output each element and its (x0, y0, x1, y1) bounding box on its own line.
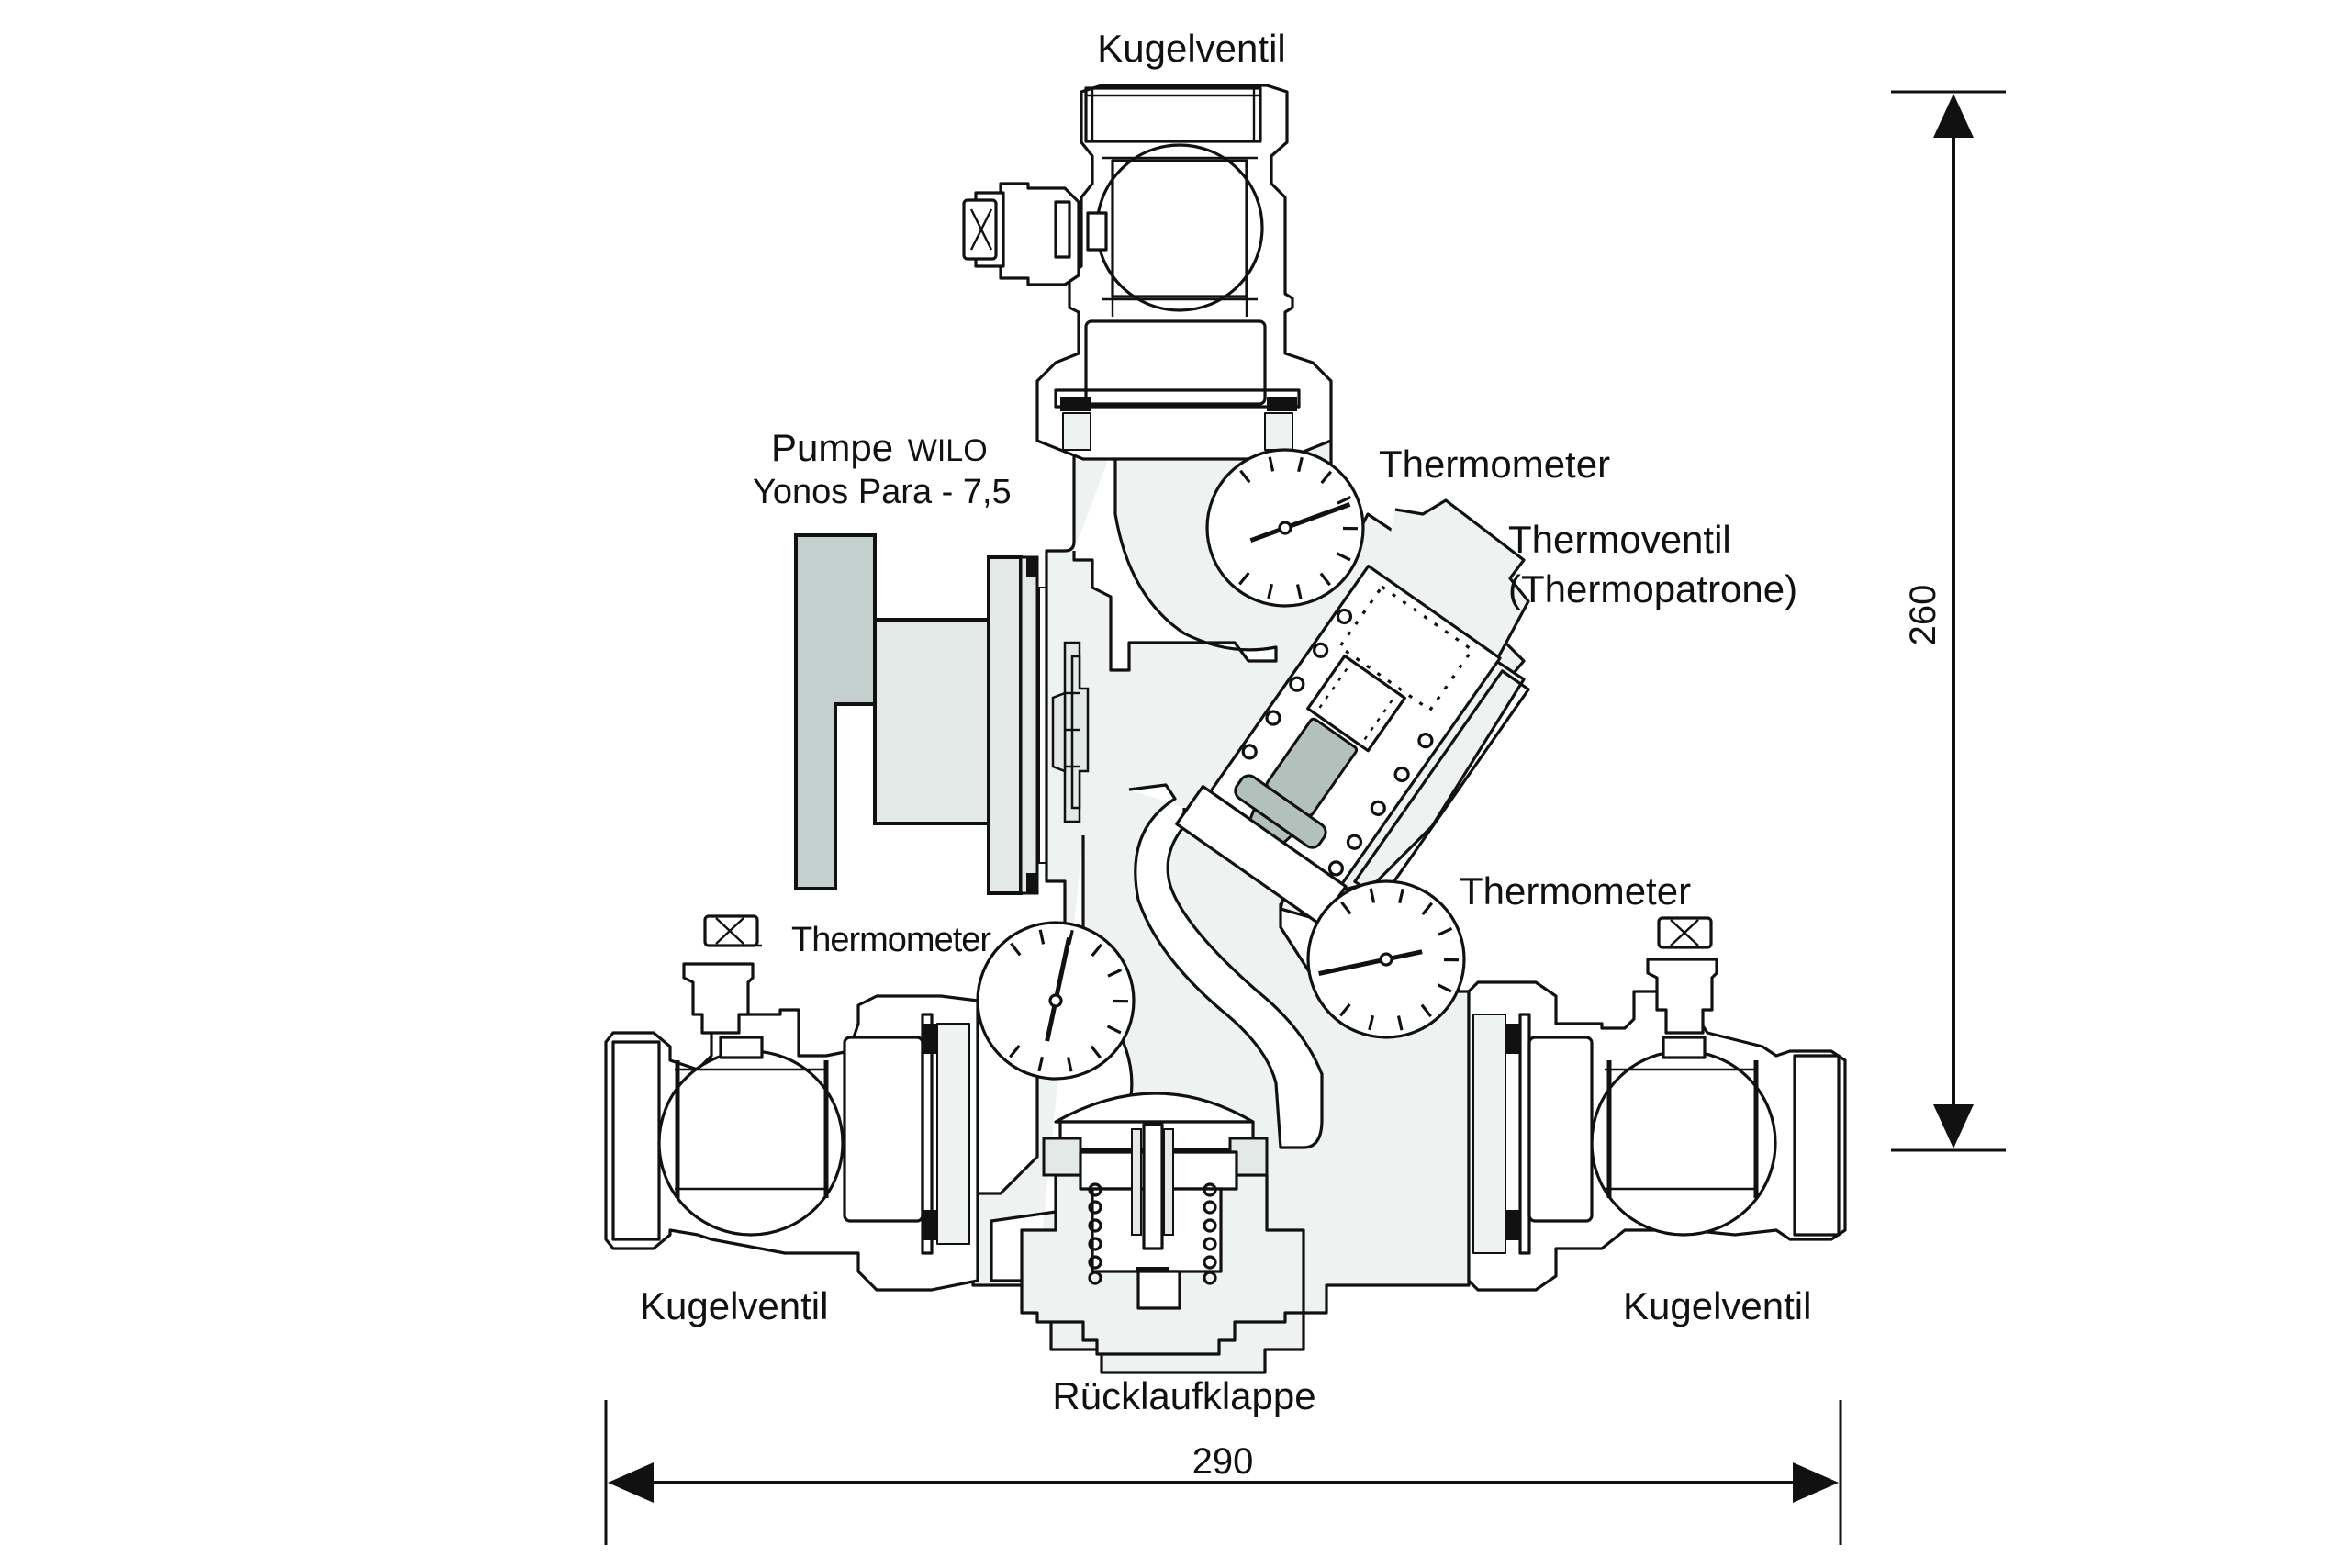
thermometer-needle (1045, 937, 1071, 1042)
label-thermometer-right: Thermometer (1460, 869, 1691, 913)
label-ball-valve-right: Kugelventil (1623, 1284, 1811, 1327)
top-valve-nut (1084, 86, 1262, 143)
check-valve-spring (1088, 1182, 1217, 1285)
dial-tick (1037, 1056, 1045, 1072)
dial-tick (1106, 1025, 1122, 1035)
ball-valve-right (1467, 916, 1847, 1292)
dial-tick (1239, 469, 1251, 484)
dial-tick (1038, 929, 1046, 945)
pump-impeller (1051, 641, 1090, 823)
dial-tick (1420, 1003, 1432, 1018)
label-check-valve: Rücklaufklappe (1052, 1374, 1315, 1417)
left-valve-union (843, 1036, 924, 1223)
dial-tick (1438, 926, 1453, 936)
thermometer-left (976, 921, 1136, 1081)
label-pump-name: Pumpe (771, 426, 893, 469)
flow-channel-bypass (1128, 783, 1324, 1149)
right-valve-union (1528, 1036, 1594, 1223)
dial-tick (1337, 495, 1352, 505)
right-valve-ball (1590, 1049, 1777, 1237)
label-top-ball-valve: Kugelventil (1097, 27, 1285, 70)
arrow-left-icon (608, 1462, 654, 1503)
dial-tick (1320, 470, 1333, 485)
dial-tick (1319, 572, 1331, 587)
dial-tick (1368, 1014, 1375, 1031)
label-thermometer-top: Thermometer (1379, 442, 1610, 486)
square-drive-icon (962, 198, 998, 261)
check-valve-stem-guide (1131, 1128, 1142, 1236)
top-valve-ball (1095, 143, 1264, 312)
pump-motor-body (873, 618, 991, 825)
dial-tick (1369, 888, 1376, 903)
dial-tick (1297, 456, 1304, 473)
dial-tick (1238, 571, 1250, 586)
label-thermovalve-cartridge: (Thermopatrone) (1508, 567, 1797, 610)
dial-tick (1437, 983, 1452, 993)
dial-tick (1268, 456, 1275, 472)
check-valve (1020, 1092, 1305, 1356)
label-pump-brand: WILO (908, 433, 988, 468)
dial-tick (1010, 942, 1022, 957)
dial-tick (1398, 888, 1404, 904)
dimension-width (604, 1400, 1842, 1545)
dial-tick (1009, 1044, 1021, 1058)
label-pump-model: Yonos Para - 7,5 (753, 473, 1012, 511)
dial-tick (1295, 584, 1303, 599)
dial-tick (1267, 583, 1274, 599)
dimension-height-value: 260 (1903, 585, 1943, 646)
arrow-up-icon (1933, 94, 1974, 138)
dial-tick (1336, 552, 1351, 562)
dial-tick (1421, 902, 1434, 916)
dial-tick (1066, 1057, 1073, 1072)
arrow-down-icon (1933, 1104, 1974, 1148)
ball-valve-left (604, 914, 979, 1292)
thermometer-needle (1318, 949, 1423, 977)
thermometer-right (1306, 879, 1466, 1039)
thermometer-top (1205, 448, 1365, 608)
top-ball-valve (962, 84, 1333, 461)
label-thermovalve: Thermoventil (1508, 518, 1731, 561)
thermometer-needle (1249, 501, 1351, 543)
label-thermometer-left: Thermometer (791, 921, 991, 959)
dial-tick (1091, 943, 1103, 958)
flow-channel-upper (1072, 441, 1278, 672)
thermovalve (1175, 498, 1530, 926)
right-valve-stem (1646, 916, 1718, 1035)
dial-tick (1340, 901, 1352, 915)
check-valve-disc-dome (1054, 1092, 1255, 1124)
top-valve-union (1084, 319, 1267, 406)
dial-tick (1396, 1015, 1404, 1031)
right-valve-nut (1793, 1054, 1841, 1237)
check-valve-stem (1142, 1123, 1164, 1250)
label-ball-valve-left: Kugelventil (640, 1284, 828, 1327)
dial-tick (1339, 1002, 1351, 1017)
left-valve-stem (682, 914, 762, 1035)
pump-motor (794, 533, 1090, 895)
pump-motor-cap (794, 533, 877, 890)
arrow-right-icon (1793, 1462, 1839, 1503)
dial-tick (1090, 1045, 1102, 1059)
top-valve-stem (962, 182, 1108, 286)
dimension-width-value: 290 (1192, 1441, 1254, 1482)
left-valve-ball (657, 1049, 845, 1237)
pump-flange (987, 555, 1023, 895)
label-pump-line1: Pumpe WILO (771, 426, 988, 469)
dimension-height (1891, 90, 2006, 1152)
dial-tick (1107, 968, 1123, 978)
